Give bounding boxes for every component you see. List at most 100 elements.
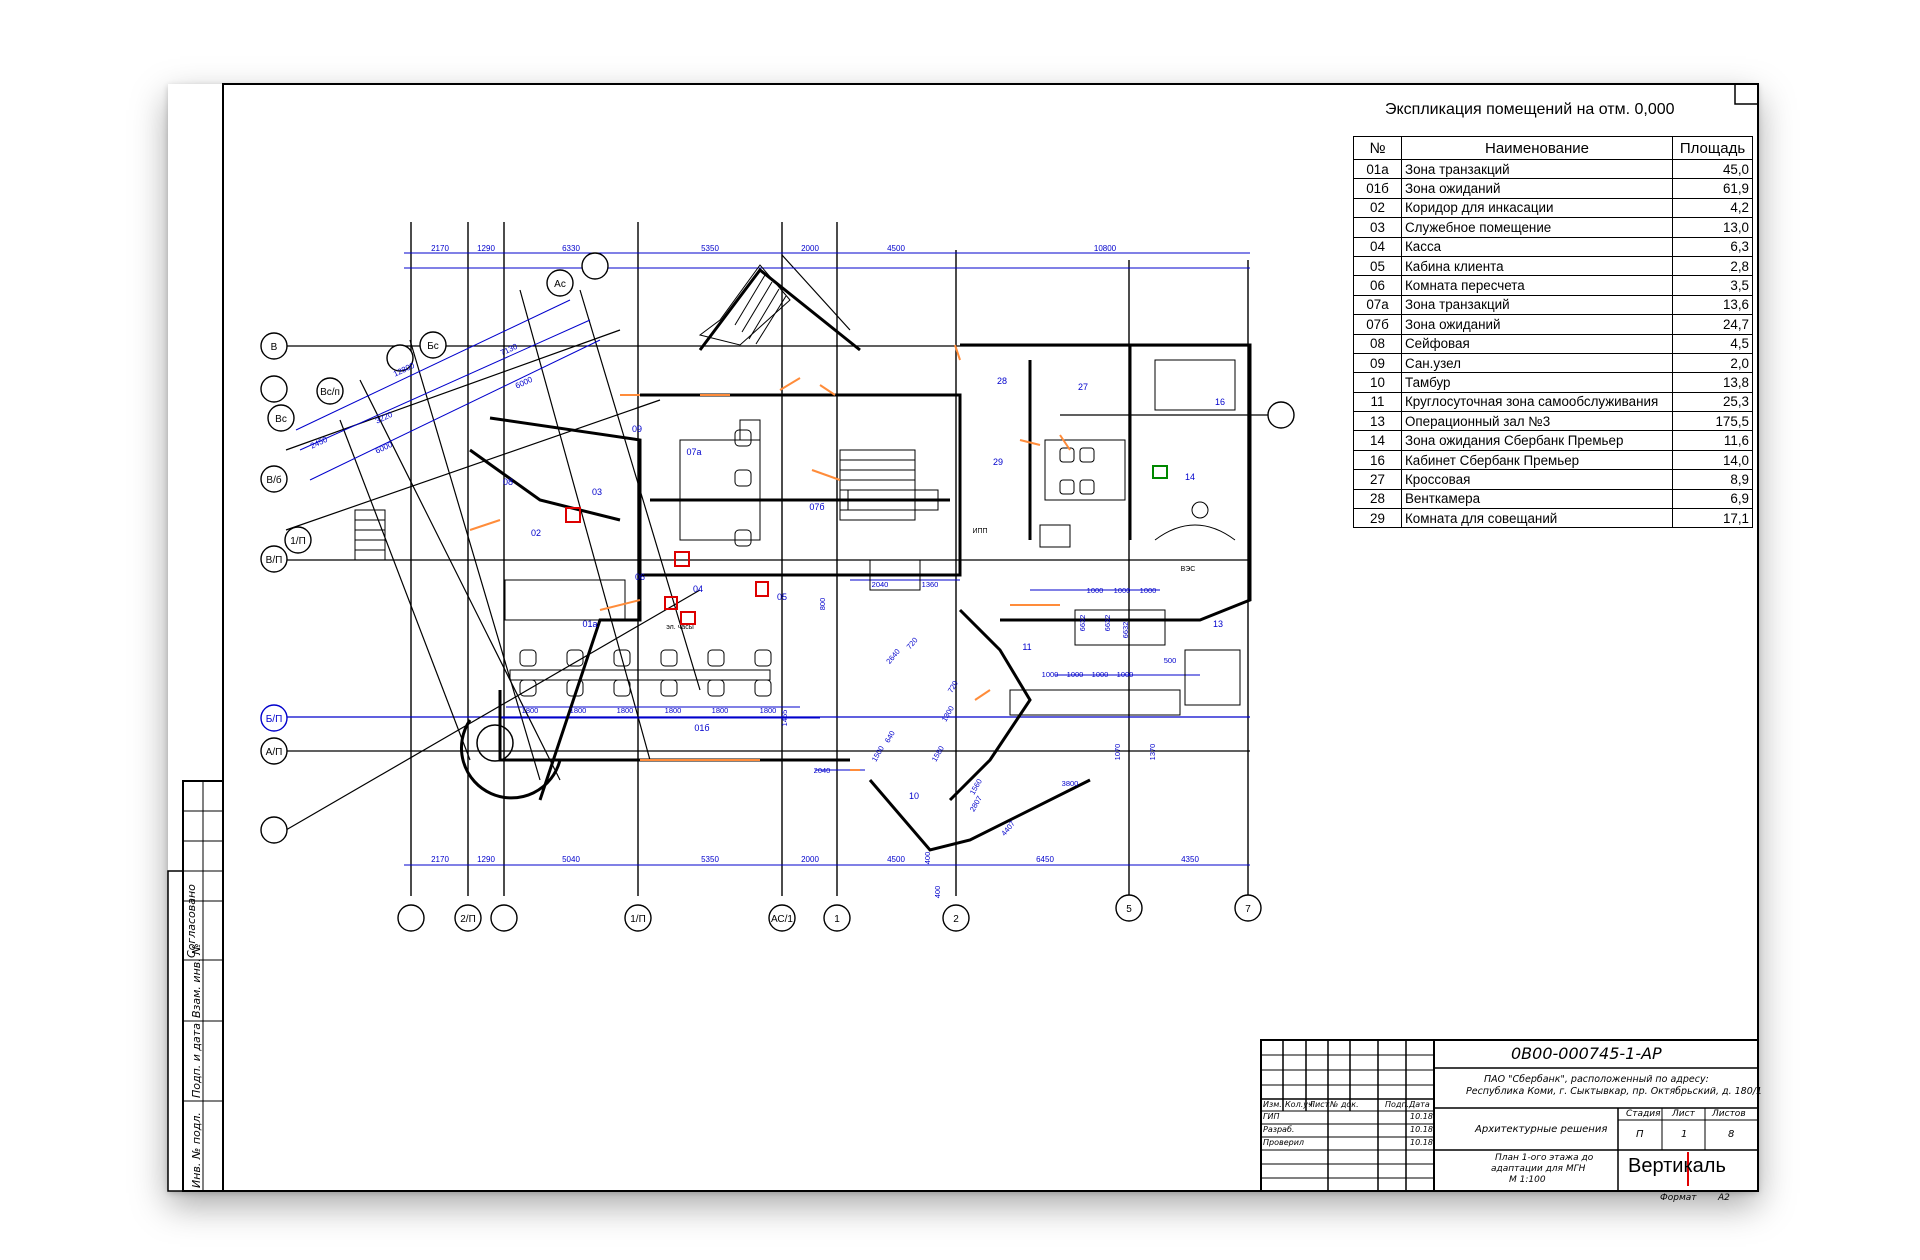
axis-label: Ас <box>554 279 566 290</box>
stage-value: П <box>1636 1129 1644 1140</box>
room-number-label: 07б <box>809 502 824 512</box>
note-label: ИПП <box>972 528 987 535</box>
room-number: 13 <box>1353 411 1402 432</box>
room-number: 01а <box>1353 158 1402 180</box>
note-label: ВЭС <box>1181 566 1196 573</box>
room-number-label: 06 <box>635 572 645 582</box>
axis-label: Б/П <box>266 714 283 725</box>
inner-dimension-label: 1370 <box>1148 744 1157 761</box>
room-number-label: 05 <box>777 592 787 602</box>
dimension-label: 2450 <box>309 435 329 451</box>
dimension-label: 6330 <box>562 244 580 253</box>
room-area: 2,8 <box>1672 255 1753 277</box>
diagonal-axes <box>285 254 851 831</box>
room-number: 27 <box>1353 469 1402 490</box>
dimension-label: 6450 <box>1036 855 1054 864</box>
col-doc: № док. <box>1330 1100 1359 1109</box>
client-line: ПАО "Сбербанк", расположенный по адресу: <box>1484 1074 1709 1085</box>
inner-dimension-label: 1800 <box>617 706 634 715</box>
stage-label: Стадия <box>1626 1109 1661 1119</box>
axis-label: 5 <box>1126 904 1132 915</box>
inner-dimension-label: 1000 <box>1092 670 1109 679</box>
inner-dimension-label: 400 <box>933 886 942 899</box>
room-number-label: 29 <box>993 457 1003 467</box>
axis-label: АС/1 <box>771 914 793 925</box>
room-number-label: 03 <box>592 487 602 497</box>
room-number: 08 <box>1353 333 1402 354</box>
rounded-entrance <box>459 719 562 800</box>
table-header-row: № Наименование Площадь <box>1353 136 1753 160</box>
dimension-label: 4350 <box>1181 855 1199 864</box>
date-1: 10.18 <box>1410 1112 1433 1121</box>
room-name: Кабина клиента <box>1401 255 1673 277</box>
corner-box <box>1734 83 1759 105</box>
dimension-lines <box>295 252 1250 866</box>
axis-label: 2 <box>953 914 959 925</box>
header-area: Площадь <box>1672 136 1753 160</box>
room-number: 29 <box>1353 508 1402 529</box>
room-name: Служебное помещение <box>1401 217 1673 238</box>
room-name: Коридор для инкасации <box>1401 197 1673 219</box>
header-number: № <box>1353 136 1402 160</box>
inner-dimension-label: 500 <box>1164 656 1177 665</box>
date-3: 10.18 <box>1410 1138 1433 1147</box>
address-line: Республика Коми, г. Сыктывкар, пр. Октяб… <box>1466 1086 1762 1097</box>
dimension-label: 4500 <box>887 244 905 253</box>
green-marker <box>1152 465 1168 479</box>
inner-dimension-label: 1800 <box>522 706 539 715</box>
inner-dimension-label: 1000 <box>1067 670 1084 679</box>
room-name: Зона транзакций <box>1401 158 1673 180</box>
inner-dimension-label: 1800 <box>665 706 682 715</box>
room-name: Кабинет Сбербанк Премьер <box>1401 449 1673 471</box>
dimension-label: 2170 <box>431 244 449 253</box>
inner-dimension-label: 2040 <box>872 580 889 589</box>
room-area: 13,0 <box>1672 217 1753 238</box>
inner-dimension-label: 2807 <box>968 794 984 813</box>
dimension-label: 2000 <box>801 244 819 253</box>
inner-dimension-label: 1070 <box>1113 744 1122 761</box>
room-number-label: 13 <box>1213 619 1223 629</box>
room-area: 4,5 <box>1672 333 1753 354</box>
room-number-label: 01б <box>694 723 709 733</box>
room-name: Зона ожиданий <box>1401 314 1673 335</box>
inner-dimension-label: 1360 <box>922 580 939 589</box>
room-name: Сейфовая <box>1401 333 1673 354</box>
vertical-axes <box>410 222 1249 896</box>
axis-label: В/б <box>266 474 281 486</box>
room-number-label: 08 <box>503 477 513 487</box>
inner-dimension-label: 4407 <box>999 819 1017 838</box>
col-izm: Изм. <box>1263 1100 1282 1109</box>
axis-label: Вс/п <box>320 387 340 398</box>
room-area: 25,3 <box>1672 391 1753 413</box>
role-developer: Разраб. <box>1263 1125 1295 1134</box>
col-date: Дата <box>1409 1100 1430 1109</box>
inner-dimension-label: 1800 <box>570 706 587 715</box>
col-list: Лист <box>1309 1100 1330 1109</box>
explication-title: Экспликация помещений на отм. 0,000 <box>1385 101 1675 118</box>
axis-label: 2/П <box>460 914 476 925</box>
room-number-label: 01а <box>582 619 597 629</box>
room-number: 14 <box>1353 430 1402 451</box>
axis-label: А/П <box>266 747 283 758</box>
stairs <box>354 264 916 561</box>
door-swings <box>469 344 1071 771</box>
dimension-label: 7130 <box>499 342 519 358</box>
dimension-label: 2170 <box>431 855 449 864</box>
inner-dimension-label: 640 <box>883 729 897 744</box>
room-number-label: 10 <box>909 791 919 801</box>
inner-dimension-label: 6632 <box>1121 622 1130 639</box>
room-number: 01б <box>1353 178 1402 199</box>
room-number: 16 <box>1353 449 1402 471</box>
room-number: 07а <box>1353 294 1402 316</box>
room-name: Комната пересчета <box>1401 275 1673 296</box>
red-markers <box>565 507 769 625</box>
